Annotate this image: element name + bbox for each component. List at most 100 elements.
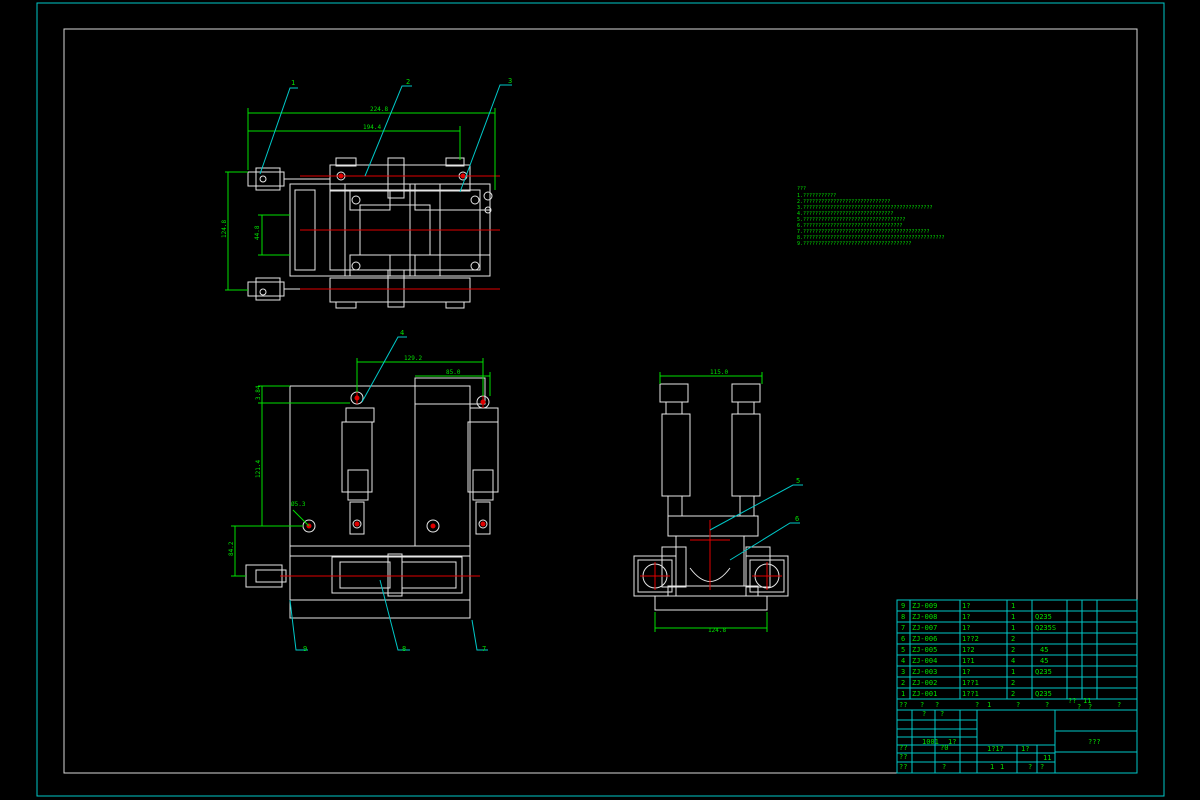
title-cell: ? — [1028, 763, 1032, 771]
bom-header-cell: ? — [1045, 701, 1049, 709]
title-check-label: 1? — [948, 738, 956, 746]
title-date-label: 1001 — [922, 738, 939, 746]
bom-code: ZJ-007 — [912, 624, 937, 632]
title-cell: ? — [922, 710, 926, 718]
title-cell: ? — [942, 763, 946, 771]
bom-code: ZJ-009 — [912, 602, 937, 610]
bom-no: 3 — [901, 668, 905, 676]
balloon-5: 5 — [796, 477, 800, 485]
bom-code: ZJ-006 — [912, 635, 937, 643]
dim-top-overall: 224.8 — [370, 106, 388, 113]
technical-notes: ??? 1.??????????? 2.????????????????????… — [797, 186, 945, 247]
bom-no: 7 — [901, 624, 905, 632]
bom-code: ZJ-008 — [912, 613, 937, 621]
title-block-text: ??? ?? 1001 ?0 1? ?? 1?1? 1? 11 ?? ? ? ?… — [899, 710, 1101, 771]
bom-material: Q235 — [1035, 668, 1052, 676]
side-view — [633, 383, 789, 611]
bom-header-cell: ? — [920, 701, 924, 709]
bom-header-cell: ? — [935, 701, 939, 709]
title-approve-label: ?? — [899, 753, 907, 761]
title-sheet-no: 11 — [1043, 754, 1051, 762]
title-cell: 1 — [1000, 763, 1004, 771]
dim-top-small: 44.8 — [254, 225, 261, 240]
bom-material: Q235 — [1035, 613, 1052, 621]
bom-material: 45 — [1040, 646, 1048, 654]
dim-front-rod: 84.2 — [228, 541, 235, 556]
dim-side-bottom: 124.8 — [708, 627, 726, 634]
inner-frame — [63, 28, 1138, 774]
title-cell: ? — [940, 710, 944, 718]
bom-qty: 1 — [1011, 624, 1015, 632]
bom-code: ZJ-004 — [912, 657, 937, 665]
bom-name: 1?2 — [962, 646, 975, 654]
note-line: 8.??????????????????????????????????????… — [797, 235, 945, 241]
outer-frame — [36, 2, 1165, 797]
bom-header-cell: ?? — [899, 701, 907, 709]
bom-header-cell: 1 — [987, 701, 991, 709]
balloon-8: 8 — [402, 645, 406, 653]
dimension-labels: 224.8 194.4 124.8 44.8 129.2 85.0 3.84 1… — [221, 106, 728, 634]
bom-name: 1?1 — [962, 657, 975, 665]
bom-qty: 1 — [1011, 613, 1015, 621]
dim-front-right: 85.0 — [446, 369, 461, 376]
bom-code: ZJ-002 — [912, 679, 937, 687]
top-view-dimensions — [225, 108, 496, 291]
side-view-dimensions — [654, 372, 768, 632]
bom-code: ZJ-003 — [912, 668, 937, 676]
bom-header-cell: ? — [1088, 703, 1092, 711]
note-line: 2.????????????????????????????? — [797, 199, 890, 205]
note-line: 5.?????????????????????????????????? — [797, 217, 905, 223]
bom-header-cell: 11 — [1083, 697, 1091, 705]
balloon-4: 4 — [400, 329, 404, 337]
bom-qty: 4 — [1011, 657, 1015, 665]
bom-material: 45 — [1040, 657, 1048, 665]
bom-header-cell: ? — [1117, 701, 1121, 709]
drawing-name: ??? — [1088, 738, 1101, 746]
dim-top-height: 124.8 — [221, 220, 228, 238]
front-view-centerlines — [280, 392, 486, 577]
bom-header-cell: ? — [1016, 701, 1020, 709]
bom-name: 1??1 — [962, 690, 979, 698]
title-cell: ? — [1040, 763, 1044, 771]
bom-qty: 2 — [1011, 679, 1015, 687]
title-designer: ?? — [899, 744, 907, 752]
bom-name: 1??2 — [962, 635, 979, 643]
bom-name: 1? — [962, 624, 970, 632]
bom-header-cell: ?? — [1068, 697, 1076, 705]
dim-front-hole: Ø5.3 — [291, 501, 306, 508]
balloon-3: 3 — [508, 77, 512, 85]
note-line: 1.??????????? — [797, 193, 836, 199]
bom-material: Q235 — [1035, 690, 1052, 698]
dim-front-left-tall: 121.4 — [255, 460, 262, 478]
title-sheet-label: 1? — [1021, 745, 1029, 753]
bom-name: 1? — [962, 668, 970, 676]
bom-qty: 2 — [1011, 646, 1015, 654]
bom-no: 4 — [901, 657, 905, 665]
title-block — [896, 709, 1138, 774]
bom-no: 1 — [901, 690, 905, 698]
bom-material: Q235S — [1035, 624, 1056, 632]
balloon-9: 9 — [303, 645, 307, 653]
front-view-dimensions — [231, 358, 491, 577]
note-line: 9.???????????????????????????????????? — [797, 241, 911, 247]
balloon-leaders — [259, 84, 803, 651]
bom-no: 6 — [901, 635, 905, 643]
bom-qty: 1 — [1011, 602, 1015, 610]
bom-header-cell: ? — [975, 701, 979, 709]
bom-qty: 2 — [1011, 635, 1015, 643]
bom-no: 2 — [901, 679, 905, 687]
dim-top-inner: 194.4 — [363, 124, 381, 131]
top-view-centerlines — [300, 173, 500, 290]
title-cell: 1 — [990, 763, 994, 771]
bom-name: 1? — [962, 602, 970, 610]
title-scale-label: 1?1? — [987, 745, 1004, 753]
balloon-7: 7 — [482, 645, 486, 653]
bom-header: ?? ? ? ? 1 ? ? ?? 11 ? ? ? — [899, 697, 1121, 711]
note-line: 6.????????????????????????????????? — [797, 223, 902, 229]
balloon-6: 6 — [795, 515, 799, 523]
dim-front-left-small: 3.84 — [255, 385, 262, 400]
note-line: 7.??????????????????????????????????????… — [797, 229, 929, 235]
balloon-1: 1 — [291, 79, 295, 87]
note-line: 3.??????????????????????????????????????… — [797, 205, 932, 211]
